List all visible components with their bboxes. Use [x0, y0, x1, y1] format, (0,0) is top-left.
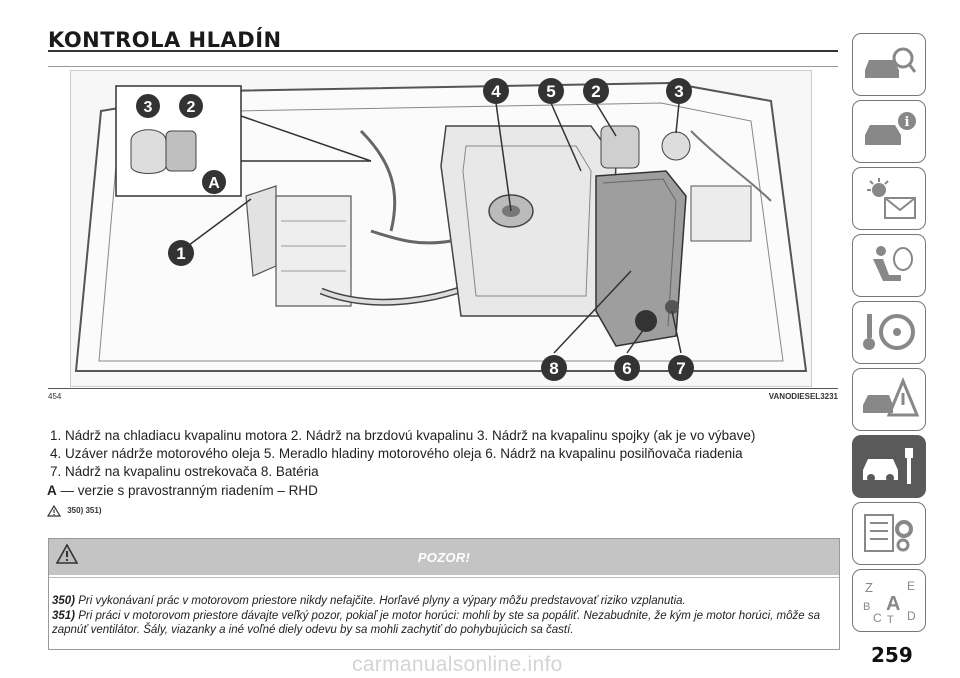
- warning-item-number: 351): [52, 609, 76, 622]
- inset-callout-3-label: 3: [144, 99, 153, 116]
- car-search-icon: [865, 47, 917, 78]
- index-letter: B: [863, 601, 870, 613]
- legend-line-2: 4. Uzáver nádrže motorového oleja 5. Mer…: [50, 446, 743, 461]
- warning-lights-icon: [867, 178, 916, 219]
- title-divider: [48, 50, 838, 52]
- callout-4: 4: [483, 78, 509, 104]
- steering-wheel-key-icon: [863, 314, 915, 350]
- specifications-gear-icon: [864, 514, 913, 552]
- tab-vehicle-knowledge[interactable]: [852, 33, 926, 96]
- callout-8: 8: [541, 355, 567, 381]
- variant-note: A — verzie s pravostranným riadením – RH…: [47, 483, 318, 498]
- inset-callout-3: 3: [136, 94, 160, 118]
- car-info-icon: i: [865, 112, 916, 145]
- callout-1: 1: [168, 240, 194, 266]
- index-letter: D: [907, 609, 916, 623]
- index-letter: E: [907, 579, 915, 593]
- warning-item: 350) Pri vykonávaní prác v motorovom pri…: [52, 594, 838, 609]
- engine-illustration: 1 4 5 2 3 8 6 7: [74, 78, 808, 381]
- engine-compartment-figure: 1 4 5 2 3 8 6 7: [70, 70, 812, 387]
- tab-maintenance[interactable]: [852, 435, 926, 498]
- car-wrench-icon: [863, 448, 913, 484]
- car-emergency-icon: [863, 377, 919, 417]
- index-letter: A: [886, 593, 900, 615]
- alphabetical-index-icon: Z E A B C T D: [863, 579, 916, 624]
- index-letter: Z: [865, 580, 873, 595]
- warning-title: POZOR!: [417, 550, 471, 565]
- airbag-seat-icon: [873, 246, 913, 281]
- warning-box: POZOR! 350) Pri vykonávaní prác v motoro…: [48, 538, 840, 650]
- warning-references: 350) 351): [47, 505, 101, 517]
- warning-triangle-icon: [47, 505, 61, 517]
- title-divider-secondary: [48, 66, 838, 67]
- index-letter: T: [887, 614, 894, 624]
- tab-emergency[interactable]: [852, 368, 926, 431]
- tab-vehicle-info[interactable]: i: [852, 100, 926, 163]
- warning-item-text: Pri práci v motorovom priestore dávajte …: [52, 609, 820, 637]
- callout-7: 7: [668, 355, 694, 381]
- warning-header: POZOR!: [49, 539, 839, 575]
- tab-warning-lights[interactable]: [852, 167, 926, 230]
- callout-5: 5: [538, 78, 564, 104]
- warning-item-number: 350): [52, 595, 76, 607]
- variant-letter: A: [47, 483, 57, 498]
- figure-code: VANODIESEL3231: [768, 392, 838, 401]
- warning-item: 351) Pri práci v motorovom priestore dáv…: [52, 609, 838, 638]
- callout-8-label: 8: [549, 359, 558, 378]
- warning-body: 350) Pri vykonávaní prác v motorovom pri…: [52, 594, 838, 638]
- callout-3: 3: [666, 78, 692, 104]
- page-number: 259: [871, 643, 913, 667]
- watermark: carmanualsonline.info: [352, 653, 563, 676]
- callout-7-label: 7: [676, 359, 685, 378]
- inset-callout-a: A: [202, 170, 226, 194]
- svg-text:i: i: [905, 115, 910, 130]
- references-text: 350) 351): [67, 506, 102, 516]
- callout-5-label: 5: [546, 82, 555, 101]
- tab-starting-driving[interactable]: [852, 301, 926, 364]
- callout-4-label: 4: [491, 82, 501, 101]
- figure-number: 454: [48, 392, 62, 401]
- warning-item-text: Pri vykonávaní prác v motorovom priestor…: [78, 595, 686, 607]
- tab-index[interactable]: Z E A B C T D: [852, 569, 926, 632]
- page-title: KONTROLA HLADÍN: [48, 28, 282, 52]
- callout-6: 6: [614, 355, 640, 381]
- callout-1-label: 1: [176, 244, 185, 263]
- callout-6-label: 6: [622, 359, 631, 378]
- callout-2-label: 2: [591, 82, 600, 101]
- callout-2: 2: [583, 78, 609, 104]
- legend-line-3: 7. Nádrž na kvapalinu ostrekovača 8. Bat…: [50, 464, 319, 479]
- tab-specifications[interactable]: [852, 502, 926, 565]
- callout-3-label: 3: [674, 82, 683, 101]
- inset-callout-a-label: A: [208, 175, 220, 192]
- warning-triangle-icon: [55, 543, 79, 564]
- legend-line-1: 1. Nádrž na chladiacu kvapalinu motora 2…: [50, 428, 756, 443]
- tab-safety[interactable]: [852, 234, 926, 297]
- index-letter: C: [873, 611, 882, 624]
- inset-callout-2: 2: [179, 94, 203, 118]
- figure-caption-divider: [48, 388, 838, 389]
- variant-text: — verzie s pravostranným riadením – RHD: [60, 483, 318, 498]
- warning-divider: [49, 577, 839, 578]
- inset-callout-2-label: 2: [187, 99, 196, 116]
